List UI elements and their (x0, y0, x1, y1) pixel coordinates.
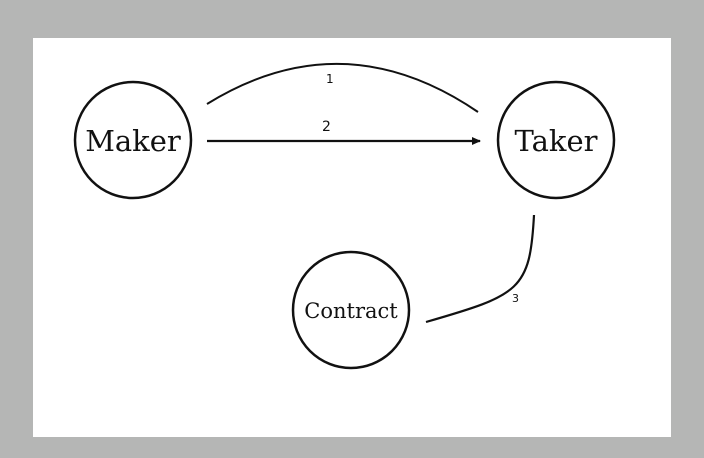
edge-1-curve (206, 63, 479, 113)
edge-3-curve (425, 214, 536, 324)
node-maker: Maker (73, 80, 193, 200)
node-taker-label: Taker (515, 124, 598, 158)
edge-3-label: 3 (512, 292, 519, 305)
node-maker-label: Maker (85, 124, 181, 158)
node-maker-circle (73, 80, 193, 200)
edge-1-label: 1 (326, 72, 334, 86)
node-contract: Contract (291, 250, 411, 370)
node-taker: Taker (496, 80, 616, 200)
node-contract-circle (291, 250, 411, 370)
edge-2-label: 2 (322, 119, 331, 135)
node-contract-label: Contract (304, 299, 398, 323)
node-taker-circle (496, 80, 616, 200)
